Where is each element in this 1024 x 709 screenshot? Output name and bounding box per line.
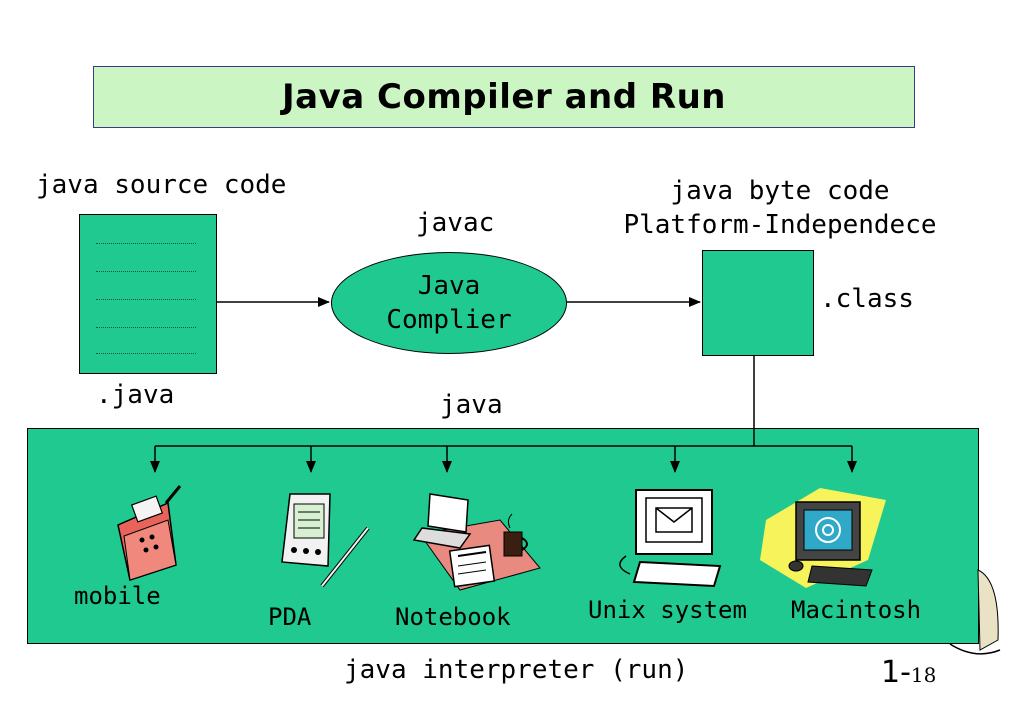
diagram-title: Java Compiler and Run: [282, 77, 726, 117]
page-number-prefix: 1-: [881, 655, 911, 690]
page-number: 1-18: [881, 655, 936, 690]
mobile-phone-icon: [117, 485, 182, 581]
platform-label-notebook: Notebook: [395, 603, 511, 631]
bytecode-file-box: [702, 250, 814, 356]
source-line: [96, 327, 196, 328]
bytecode-extension: .class: [820, 284, 914, 314]
source-line: [96, 243, 196, 244]
source-line: [96, 271, 196, 272]
platform-label-pda: PDA: [268, 603, 312, 631]
compiler-label-line2: Complier: [386, 305, 512, 335]
notebook-icon: [412, 493, 541, 591]
compiler-command: javac: [416, 208, 495, 238]
unix-computer-icon: [619, 489, 722, 588]
bytecode-heading-line1: java byte code: [670, 176, 890, 206]
source-file-box: [79, 214, 217, 374]
macintosh-computer-icon: [760, 488, 886, 588]
compiler-label-line1: Java: [417, 271, 481, 301]
source-extension: .java: [96, 380, 175, 410]
platform-label-mobile: mobile: [74, 582, 161, 610]
title-banner: Java Compiler and Run: [93, 66, 915, 128]
bytecode-heading-line2: Platform-Independece: [623, 210, 937, 240]
cartoon-figure-icon: [949, 569, 1001, 655]
interpreter-caption: java interpreter (run): [344, 655, 689, 685]
platform-label-macintosh: Macintosh: [791, 596, 922, 624]
runtime-command: java: [440, 390, 503, 420]
pda-icon: [281, 493, 370, 588]
source-code-heading: java source code: [36, 170, 287, 200]
source-line: [96, 353, 196, 354]
platform-label-unix: Unix system: [588, 596, 747, 624]
page-number-value: 18: [910, 663, 937, 687]
source-line: [96, 299, 196, 300]
compiler-node: Java Complier: [331, 252, 567, 354]
